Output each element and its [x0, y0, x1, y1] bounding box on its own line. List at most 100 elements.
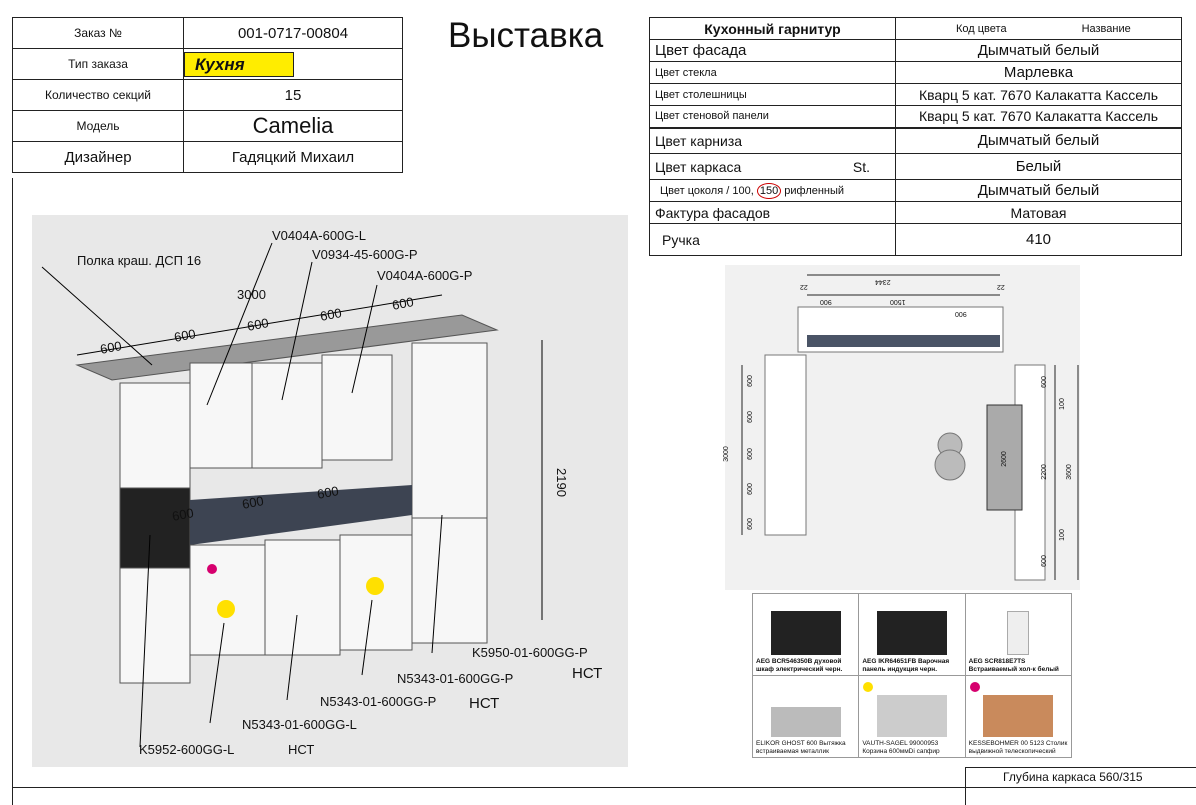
spec-value: Марлевка [895, 61, 1182, 84]
drawer-table-image [983, 695, 1054, 737]
model-value: Camelia [183, 110, 403, 142]
designer-label: Дизайнер [12, 141, 184, 173]
dimension: 2190 [553, 468, 569, 497]
plan-dimension: 1500 [890, 298, 906, 305]
magenta-marker-icon [969, 682, 980, 692]
part-label: НСТ [469, 695, 500, 712]
spec-extra: St. [852, 158, 870, 175]
col-code: Код цвета [956, 22, 1007, 35]
specs-table: Кухонный гарнитур Код цвета Название Цвет… [649, 17, 1182, 256]
sections-label: Количество секций [12, 79, 184, 111]
part-label: K5950-01-600GG-P [472, 645, 588, 660]
spec-value: Матовая [895, 201, 1182, 224]
plan-dimension: 2600 [1000, 451, 1008, 467]
spec-value: Дымчатый белый [895, 179, 1182, 202]
order-type-cell: Кухня [183, 48, 403, 80]
designer-value: Гадяцкий Михаил [183, 141, 403, 173]
part-label: K5952-600GG-L [139, 742, 235, 757]
spec-value: Белый [895, 153, 1182, 180]
elevation-svg [41, 242, 543, 748]
col-name: Название [1081, 22, 1131, 35]
spec-value: Дымчатый белый [895, 39, 1182, 62]
appliance-fridge: AEG SCR818E7TS Встраиваемый хол-к белый [964, 593, 1073, 676]
sections-value: 15 [183, 79, 403, 111]
order-number-label: Заказ № [12, 17, 184, 49]
part-label: V0934-45-600G-P [312, 247, 418, 262]
appliance-name: VAUTH-SAGEL 99000953 Корзина 600ммDi сап… [862, 740, 940, 755]
part-label: НСТ [572, 665, 603, 682]
part-label: N5343-01-600GG-P [320, 694, 437, 709]
appliance-basket: VAUTH-SAGEL 99000953 Корзина 600ммDi сап… [858, 675, 966, 758]
oven-image [770, 611, 841, 655]
part-label: V0404A-600G-L [272, 228, 366, 243]
spec-value: Дымчатый белый [895, 127, 1182, 154]
hob-image [876, 611, 947, 655]
appliances-grid: AEG BCR546350B духовой шкаф электрически… [751, 593, 1073, 758]
spec-label: Цвет карниза [649, 127, 896, 154]
appliance-oven: AEG BCR546350B духовой шкаф электрически… [751, 593, 860, 676]
specs-col-headers: Код цвета Название [895, 17, 1182, 40]
plan-dimension: 600 [746, 483, 754, 495]
spec-label: Цвет стекла [649, 61, 896, 84]
spec-label: Цвет цоколя / 100, [660, 184, 754, 197]
spec-label: Цвет стеновой панели [649, 105, 896, 129]
order-type-value: Кухня [184, 51, 294, 77]
appliance-name: AEG IKR64651FB Варочная панель индукция … [862, 658, 950, 673]
specs-header: Кухонный гарнитур [649, 17, 896, 40]
plan-dimension: 3000 [722, 446, 730, 462]
frame-depth-note: Глубина каркаса 560/315 [1003, 770, 1143, 784]
part-label: V0404A-600G-P [377, 268, 473, 283]
bottom-border [12, 787, 1196, 788]
plan-dimension: 600 [1040, 376, 1048, 388]
plinth-color-cell: Цвет цоколя / 100, 150 рифленный [649, 179, 896, 202]
spec-label: Фактура фасадов [649, 201, 896, 224]
plan-dimension: 600 [746, 518, 754, 530]
left-border [12, 178, 13, 805]
plan-dimension: 22 [997, 283, 1005, 290]
yellow-marker-icon [863, 682, 874, 692]
plan-dimension: 100 [1058, 398, 1066, 410]
plan-dimension: 100 [1058, 529, 1066, 541]
spec-label: Ручка [649, 223, 896, 256]
dimension: 3000 [237, 287, 266, 302]
circled-option: 150 [756, 182, 782, 199]
appliance-name: KESSEBOHMER 00 5123 Столик выдвижной тел… [968, 740, 1068, 755]
spec-value: 410 [895, 223, 1182, 256]
plan-dimension: 900 [955, 310, 967, 317]
order-number-value: 001-0717-00804 [183, 17, 403, 49]
appliance-hob: AEG IKR64651FB Варочная панель индукция … [858, 593, 966, 676]
part-label: НСТ [288, 742, 315, 757]
fridge-image [1007, 611, 1030, 655]
plan-dimension: 600 [1040, 555, 1048, 567]
kitchen-elevation-drawing: V0404A-600G-L Полка краш. ДСП 16 V0934-4… [32, 215, 628, 767]
marker-basket-1 [217, 600, 235, 618]
plan-dimension: 3600 [1065, 464, 1073, 480]
plan-dimension: 600 [746, 411, 754, 423]
model-label: Модель [12, 110, 184, 142]
spec-label-tail: рифленный [784, 184, 845, 197]
page-title: Выставка [448, 16, 604, 55]
hood-image [770, 707, 841, 737]
part-label: Полка краш. ДСП 16 [77, 253, 202, 268]
plan-dimension: 2344 [875, 278, 891, 285]
footer-divider [965, 767, 966, 805]
marker-drawer-table [207, 564, 217, 574]
part-label: N5343-01-600GG-L [242, 717, 357, 732]
appliance-name: ELIKOR GHOST 600 Вытяжка встраиваемая ме… [756, 740, 846, 755]
plan-dimension: 22 [800, 283, 808, 290]
plan-dimension: 2200 [1040, 464, 1048, 480]
marker-basket-2 [366, 577, 384, 595]
plan-dimension: 600 [746, 448, 754, 460]
spec-value: Кварц 5 кат. 7670 Калакатта Кассель [895, 105, 1182, 129]
appliance-drawer-table: KESSEBOHMER 00 5123 Столик выдвижной тел… [964, 675, 1073, 758]
footer-line [965, 767, 1196, 768]
order-type-label: Тип заказа [12, 48, 184, 80]
spec-value: Кварц 5 кат. 7670 Калакатта Кассель [895, 83, 1182, 106]
appliance-name: AEG SCR818E7TS Встраиваемый хол-к белый [968, 658, 1059, 673]
appliance-hood: ELIKOR GHOST 600 Вытяжка встраиваемая ме… [751, 675, 860, 758]
floor-plan: 2344 900 1500 900 22 22 3000 600 600 600… [722, 265, 1080, 590]
plan-dimension: 600 [746, 375, 754, 387]
spec-label: Цвет столешницы [649, 83, 896, 106]
